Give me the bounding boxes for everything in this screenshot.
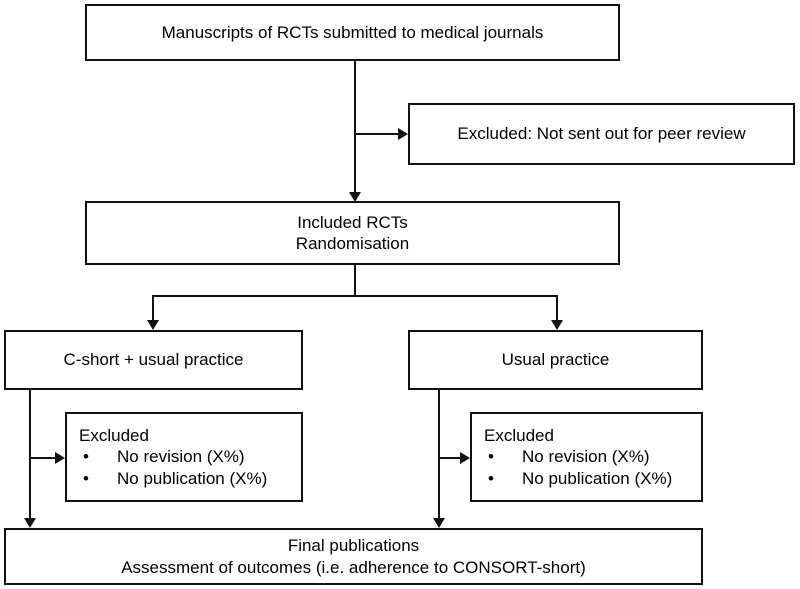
node-excluded-intervention-item-0: • No revision (X%) bbox=[79, 446, 245, 467]
bullet-icon: • bbox=[488, 447, 494, 467]
node-excluded-intervention-item-1: • No publication (X%) bbox=[79, 468, 267, 489]
node-arm-control-label: Usual practice bbox=[501, 350, 610, 370]
arrowhead-into-arm-intervention bbox=[147, 320, 159, 330]
bullet-icon: • bbox=[83, 447, 89, 467]
node-included-rcts-line1: Included RCTs bbox=[297, 212, 408, 232]
connector-arm-intervention-to-excluded bbox=[30, 457, 56, 459]
node-excluded-control-heading: Excluded bbox=[484, 425, 554, 445]
arrowhead-right-into-final bbox=[433, 518, 445, 528]
connector-trunk-to-excluded-peer-review bbox=[355, 133, 399, 135]
arrowhead-left-into-final bbox=[24, 518, 36, 528]
node-manuscripts: Manuscripts of RCTs submitted to medical… bbox=[85, 4, 620, 61]
connector-split-horizontal bbox=[152, 295, 556, 297]
node-arm-control: Usual practice bbox=[408, 330, 703, 390]
node-included-rcts-line2: Randomisation bbox=[295, 234, 410, 253]
node-excluded-peer-review-label: Excluded: Not sent out for peer review bbox=[457, 124, 746, 144]
node-excluded-intervention-item-1-label: No publication (X%) bbox=[117, 468, 268, 488]
node-excluded-control-item-0: • No revision (X%) bbox=[484, 446, 650, 467]
connector-arm-intervention-to-final bbox=[29, 390, 31, 519]
connector-manuscripts-to-included bbox=[354, 61, 356, 193]
node-final-publications: Final publications Assessment of outcome… bbox=[4, 528, 703, 585]
arrowhead-into-excluded-control bbox=[460, 452, 470, 464]
node-excluded-control: Excluded • No revision (X%) • No publicati… bbox=[470, 412, 703, 502]
bullet-icon: • bbox=[83, 468, 89, 488]
bullet-icon: • bbox=[488, 468, 494, 488]
node-included-rcts: Included RCTs Randomisation bbox=[85, 201, 620, 265]
connector-included-to-split bbox=[354, 265, 356, 296]
connector-split-to-arm-intervention bbox=[152, 295, 154, 321]
node-excluded-control-item-1: • No publication (X%) bbox=[484, 468, 672, 489]
node-excluded-intervention: Excluded • No revision (X%) • No publicati… bbox=[65, 412, 303, 502]
node-excluded-peer-review: Excluded: Not sent out for peer review bbox=[408, 103, 795, 165]
node-excluded-control-item-0-label: No revision (X%) bbox=[522, 447, 650, 467]
node-arm-intervention-label: C-short + usual practice bbox=[63, 350, 244, 370]
arrowhead-into-arm-control bbox=[551, 320, 563, 330]
node-arm-intervention: C-short + usual practice bbox=[4, 330, 303, 390]
connector-arm-control-to-excluded bbox=[439, 457, 461, 459]
arrowhead-into-excluded-peer-review bbox=[398, 128, 408, 140]
arrowhead-into-included bbox=[349, 192, 361, 202]
connector-split-to-arm-control bbox=[556, 295, 558, 321]
node-excluded-intervention-heading: Excluded bbox=[79, 425, 149, 445]
connector-arm-control-to-final bbox=[438, 390, 440, 519]
node-final-publications-line1: Final publications bbox=[287, 536, 420, 556]
node-excluded-intervention-item-0-label: No revision (X%) bbox=[117, 447, 245, 467]
node-final-publications-line2: Assessment of outcomes (i.e. adherence t… bbox=[121, 557, 586, 577]
arrowhead-into-excluded-intervention bbox=[55, 452, 65, 464]
node-manuscripts-label: Manuscripts of RCTs submitted to medical… bbox=[161, 22, 544, 42]
node-excluded-control-item-1-label: No publication (X%) bbox=[522, 468, 673, 488]
